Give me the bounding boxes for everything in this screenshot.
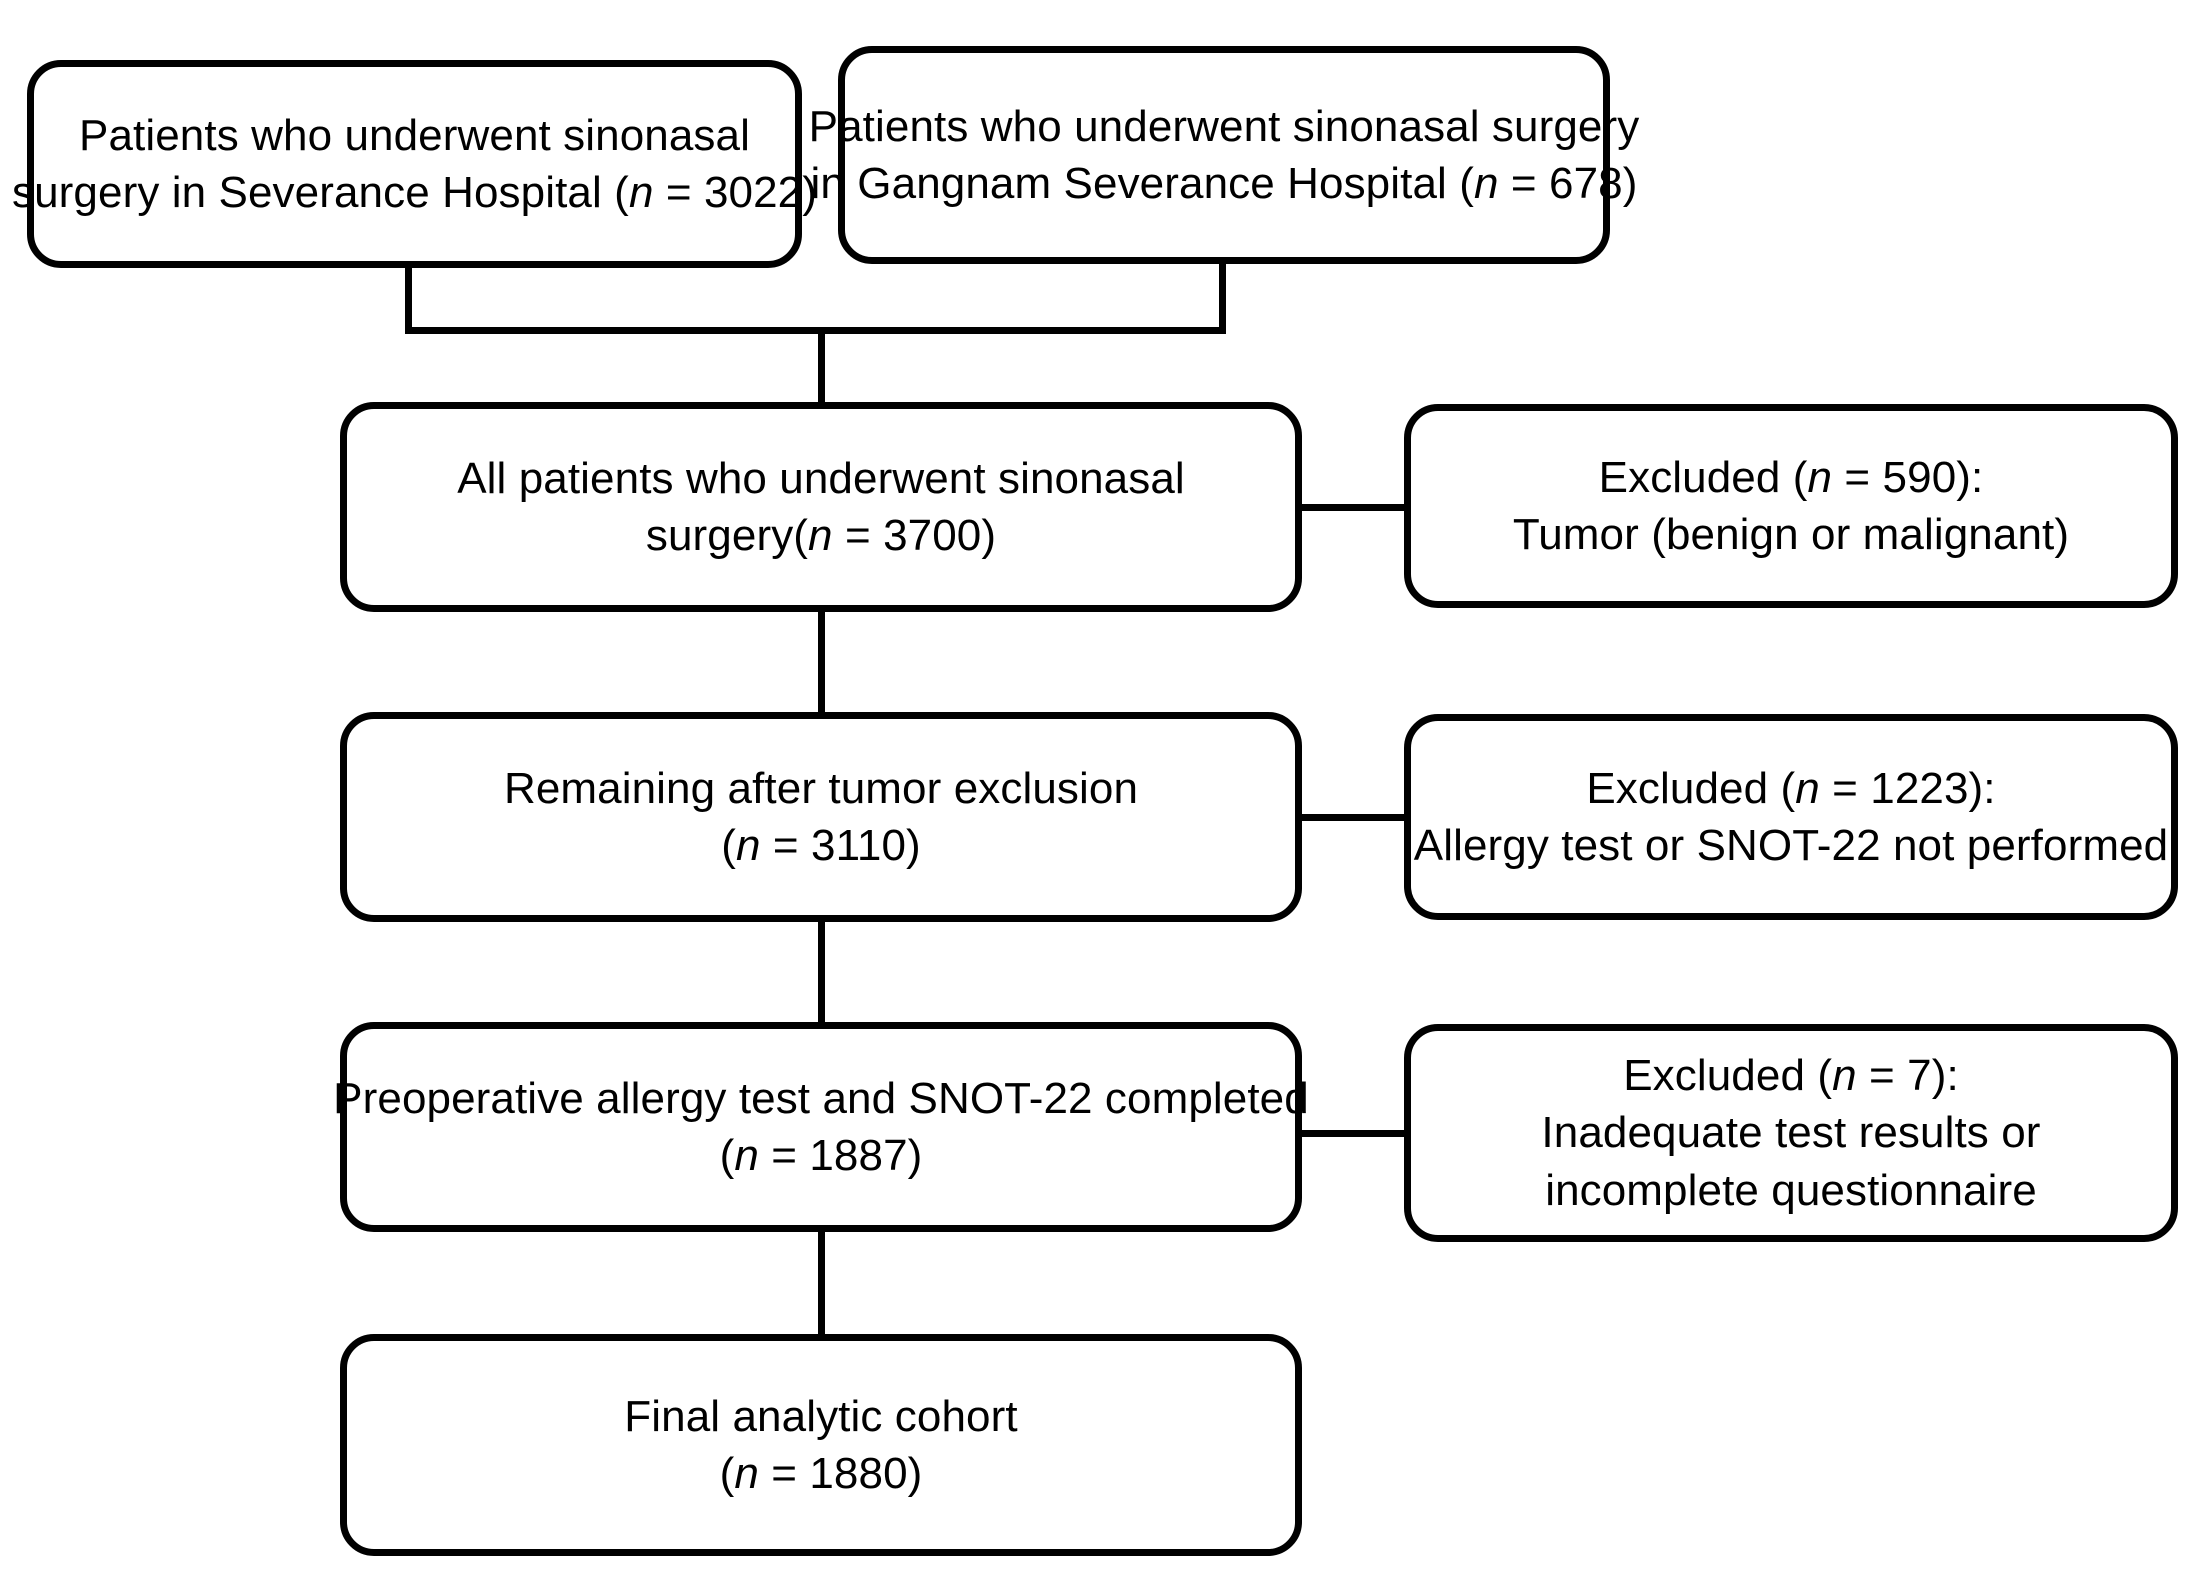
connector-merge-bar bbox=[405, 327, 1226, 334]
node-all-patients: All patients who underwent sinonasal sur… bbox=[340, 402, 1302, 612]
preop-n-symbol: n bbox=[734, 1131, 759, 1180]
excluded-tumor-line-2: Tumor (benign or malignant) bbox=[1512, 510, 2070, 559]
connector-remaining-to-excluded-test bbox=[1296, 814, 1408, 821]
all-patients-line-2: surgery(n = 3700) bbox=[646, 507, 996, 564]
excluded-inadequate-n-symbol: n bbox=[1832, 1051, 1857, 1101]
preop-line-1: Preoperative allergy test and SNOT-22 co… bbox=[333, 1073, 1309, 1123]
gangnam-line-2: in Gangnam Severance Hospital (n = 678) bbox=[811, 155, 1638, 212]
excluded-test-line-2: Allergy test or SNOT-22 not performed bbox=[1413, 821, 2169, 870]
final-cohort-line-1: Final analytic cohort bbox=[624, 1391, 1018, 1441]
connector-gangnam-down bbox=[1219, 260, 1226, 334]
remaining-line-1: Remaining after tumor exclusion bbox=[503, 763, 1139, 813]
all-patients-line-2-pre: surgery( bbox=[645, 511, 809, 560]
excluded-inadequate-line-1: Excluded (n = 7): bbox=[1623, 1047, 1959, 1104]
all-patients-n-symbol: n bbox=[808, 511, 833, 560]
remaining-n-symbol: n bbox=[735, 821, 761, 870]
severance-line-1: Patients who underwent sinonasal bbox=[79, 110, 750, 160]
connector-severance-down bbox=[405, 264, 412, 334]
node-remaining-after-tumor-exclusion: Remaining after tumor exclusion (n = 311… bbox=[340, 712, 1302, 922]
gangnam-line-2-pre: in Gangnam Severance Hospital ( bbox=[810, 159, 1474, 208]
node-excluded-inadequate: Excluded (n = 7): Inadequate test result… bbox=[1404, 1024, 2178, 1242]
excluded-inadequate-line-1-post: = 7): bbox=[1856, 1051, 1959, 1101]
excluded-tumor-line-1: Excluded (n = 590): bbox=[1599, 449, 1984, 506]
excluded-test-n-symbol: n bbox=[1795, 763, 1820, 813]
excluded-test-line-1: Excluded (n = 1223): bbox=[1586, 760, 1995, 817]
all-patients-line-1: All patients who underwent sinonasal bbox=[457, 453, 1185, 503]
connector-preop-to-excluded-inadequate bbox=[1296, 1130, 1408, 1137]
final-cohort-n-symbol: n bbox=[734, 1449, 759, 1498]
gangnam-n-symbol: n bbox=[1473, 159, 1499, 208]
severance-line-2-post: = 3022) bbox=[653, 168, 817, 217]
preop-line-2-pre: ( bbox=[719, 1131, 735, 1180]
excluded-test-line-1-post: = 1223): bbox=[1819, 763, 1996, 813]
node-severance-hospital: Patients who underwent sinonasal surgery… bbox=[12, 60, 817, 268]
node-preoperative-completed: Preoperative allergy test and SNOT-22 co… bbox=[333, 1022, 1309, 1232]
gangnam-line-2-post: = 678) bbox=[1498, 159, 1638, 208]
node-excluded-allergy-test: Excluded (n = 1223): Allergy test or SNO… bbox=[1404, 714, 2178, 920]
final-cohort-line-2-pre: ( bbox=[719, 1449, 735, 1498]
connector-all-to-excluded-tumor bbox=[1296, 504, 1408, 511]
excluded-test-line-1-pre: Excluded ( bbox=[1586, 763, 1796, 813]
severance-n-symbol: n bbox=[628, 168, 654, 217]
excluded-inadequate-line-1-pre: Excluded ( bbox=[1623, 1051, 1833, 1101]
remaining-line-2-pre: ( bbox=[721, 821, 736, 870]
connector-preop-to-final bbox=[818, 1226, 825, 1340]
final-cohort-line-2-post: = 1880) bbox=[758, 1449, 923, 1498]
remaining-line-2: (n = 3110) bbox=[721, 817, 921, 874]
connector-all-to-remaining bbox=[818, 606, 825, 718]
gangnam-line-1: Patients who underwent sinonasal surgery bbox=[808, 101, 1640, 151]
excluded-tumor-line-1-post: = 590): bbox=[1832, 452, 1984, 502]
severance-line-2-pre: surgery in Severance Hospital ( bbox=[12, 168, 629, 217]
excluded-inadequate-line-2: Inadequate test results or bbox=[1541, 1108, 2041, 1158]
severance-line-2: surgery in Severance Hospital (n = 3022) bbox=[12, 164, 817, 221]
connector-remaining-to-preop bbox=[818, 916, 825, 1028]
final-cohort-line-2: (n = 1880) bbox=[720, 1445, 923, 1502]
preop-line-2-post: = 1887) bbox=[758, 1131, 923, 1180]
excluded-tumor-line-1-pre: Excluded ( bbox=[1598, 452, 1808, 502]
all-patients-line-2-post: = 3700) bbox=[832, 511, 997, 560]
connector-merge-to-all-patients bbox=[818, 327, 825, 407]
node-gangnam-severance-hospital: Patients who underwent sinonasal surgery… bbox=[809, 46, 1639, 264]
preop-line-2: (n = 1887) bbox=[720, 1127, 923, 1184]
excluded-tumor-n-symbol: n bbox=[1807, 452, 1833, 502]
node-excluded-tumor: Excluded (n = 590): Tumor (benign or mal… bbox=[1404, 404, 2178, 608]
node-final-analytic-cohort: Final analytic cohort (n = 1880) bbox=[340, 1334, 1302, 1556]
excluded-inadequate-line-3: incomplete questionnaire bbox=[1545, 1165, 2037, 1215]
remaining-line-2-post: = 3110) bbox=[760, 821, 921, 870]
